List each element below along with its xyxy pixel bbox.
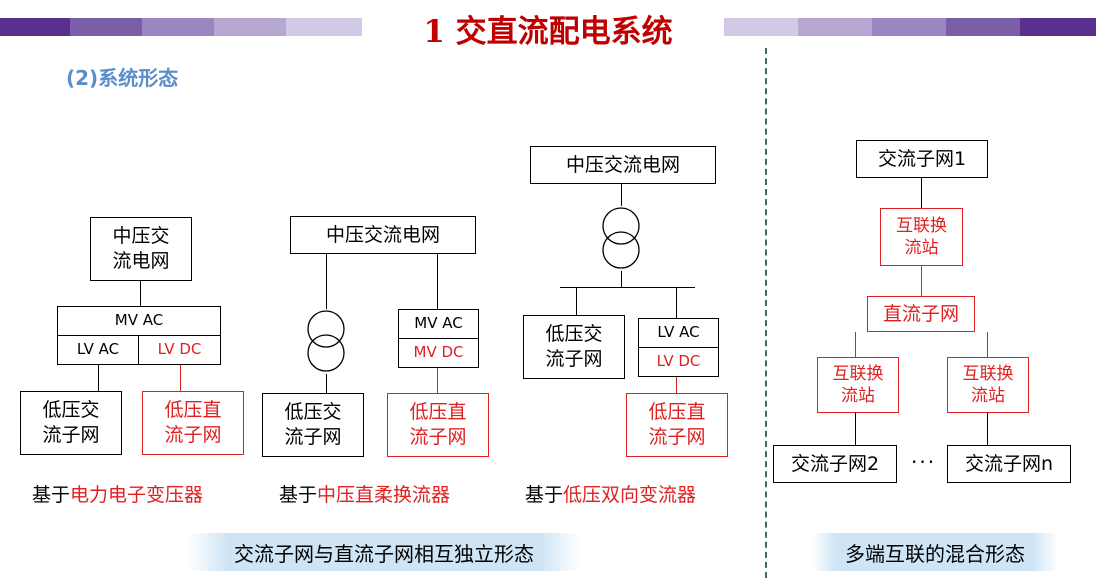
d4-connector-left-bottom [855, 413, 856, 445]
d1-lv-ac-cell: LV AC [57, 335, 139, 365]
section-subtitle: (2)系统形态 [66, 66, 179, 90]
d4-converter-right-box: 互联换 流站 [947, 357, 1029, 413]
header-bar-right-3 [872, 18, 946, 36]
d3-caption-highlight: 低压双向变流器 [563, 484, 697, 506]
d4-ac-subgrid-2-box: 交流子网2 [773, 445, 897, 483]
d1-mv-ac-cell: MV AC [57, 306, 221, 336]
d3-mv-ac-grid-box: 中压交流电网 [530, 146, 716, 184]
d3-caption-prefix: 基于 [525, 484, 564, 506]
header-bar-right-2 [798, 18, 872, 36]
d4-ac-subgrid-n-box: 交流子网n [947, 445, 1071, 483]
d2-caption-prefix: 基于 [279, 484, 318, 506]
d3-transformer-icon [602, 207, 640, 269]
d1-lv-ac-subgrid-box: 低压交 流子网 [20, 391, 122, 455]
d1-caption: 基于电力电子变压器 [32, 480, 203, 507]
d1-connector-top [140, 281, 141, 306]
d4-ac-subgrid-1-box: 交流子网1 [856, 140, 988, 178]
d1-connector-dc [180, 365, 181, 391]
d3-lv-dc-subgrid-box: 低压直 流子网 [626, 393, 728, 457]
header-bar-left-4 [214, 18, 286, 36]
d4-dc-subgrid-box: 直流子网 [867, 296, 975, 332]
d3-connector-dc [676, 377, 677, 393]
banner-hybrid-form: 多端互联的混合形态 [812, 533, 1058, 571]
d3-caption: 基于低压双向变流器 [525, 480, 696, 507]
header-bar-right-5 [1020, 18, 1096, 36]
header-bar-left-1 [0, 18, 70, 36]
d2-lv-ac-subgrid-box: 低压交 流子网 [262, 393, 364, 457]
header-bar-left-5 [286, 18, 362, 36]
banner-independent-form: 交流子网与直流子网相互独立形态 [188, 533, 580, 571]
d3-connector-left [576, 287, 577, 315]
d4-connector-left-top [855, 332, 856, 357]
d1-lv-dc-cell: LV DC [138, 335, 221, 365]
header-bar-right-1 [724, 18, 798, 36]
d2-connector-right-top [437, 254, 438, 309]
d2-connector-left-bottom [326, 374, 327, 394]
d2-mv-ac-grid-box: 中压交流电网 [290, 216, 476, 254]
d2-transformer-icon [307, 310, 345, 372]
d4-converter-top-box: 互联换 流站 [880, 208, 963, 266]
header-bar-left-2 [70, 18, 142, 36]
d4-connector-right-bottom [987, 413, 988, 445]
d3-lv-ac-cell: LV AC [638, 318, 719, 348]
d2-connector-right-bottom [437, 368, 438, 393]
d1-caption-highlight: 电力电子变压器 [70, 484, 204, 506]
d2-mv-ac-cell: MV AC [398, 309, 479, 339]
d3-lv-dc-cell: LV DC [638, 347, 719, 377]
d4-connector-right-top [987, 332, 988, 357]
header-bar-right-4 [946, 18, 1020, 36]
d2-caption-highlight: 中压直柔换流器 [317, 484, 451, 506]
d4-connector-1 [921, 178, 922, 208]
d4-connector-2 [921, 266, 922, 296]
d3-connector-top [621, 184, 622, 206]
d2-lv-dc-subgrid-box: 低压直 流子网 [387, 393, 489, 457]
page-title: 1 交直流配电系统 [423, 14, 673, 50]
d4-converter-left-box: 互联换 流站 [817, 357, 899, 413]
d2-mv-dc-cell: MV DC [398, 338, 479, 368]
d2-connector-left-top [326, 254, 327, 309]
d3-connector-mid [621, 271, 622, 288]
d1-lv-dc-subgrid-box: 低压直 流子网 [142, 391, 244, 455]
d3-busbar [560, 287, 695, 288]
d2-caption: 基于中压直柔换流器 [279, 480, 450, 507]
section-divider [765, 48, 767, 578]
d1-mv-ac-grid-box: 中压交 流电网 [90, 217, 192, 281]
d1-connector-ac [98, 365, 99, 391]
d3-connector-right [676, 287, 677, 318]
d1-caption-prefix: 基于 [32, 484, 71, 506]
d4-ellipsis: ··· [911, 450, 937, 474]
d3-lv-ac-subgrid-box: 低压交 流子网 [523, 315, 625, 379]
header-bar-left-3 [142, 18, 214, 36]
